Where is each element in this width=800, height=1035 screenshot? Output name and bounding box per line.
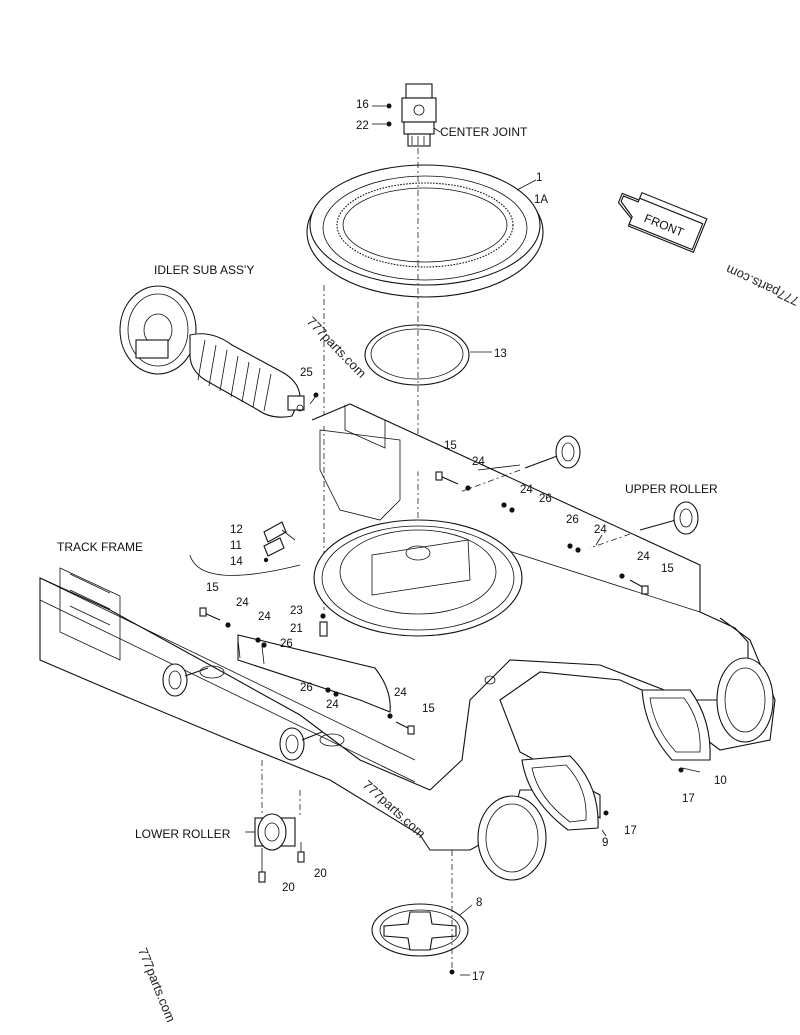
- callout-12: 12: [230, 524, 243, 536]
- callout-25: 25: [300, 367, 313, 379]
- callout-24f: 24: [258, 611, 271, 623]
- callout-11: 11: [230, 540, 242, 552]
- callout-14: 14: [230, 556, 243, 568]
- track-guide-plate-10: [641, 689, 711, 761]
- callout-24g: 24: [394, 687, 407, 699]
- cover-plate-part: [371, 903, 469, 957]
- callout-17a: 17: [682, 793, 695, 805]
- callout-1: 1: [536, 172, 542, 184]
- callout-9: 9: [602, 837, 608, 849]
- callout-17b: 17: [624, 825, 637, 837]
- callout-15a: 15: [444, 440, 457, 452]
- plate-11-part: [263, 537, 285, 557]
- front-direction-arrow: FRONT: [617, 191, 708, 253]
- bolt-15-bottom: [395, 721, 415, 735]
- callout-13: 13: [494, 348, 507, 360]
- callout-20b: 20: [314, 868, 327, 880]
- idler-sub-assembly-part: [119, 285, 305, 418]
- idler-sub-assy-label: IDLER SUB ASS'Y: [154, 263, 254, 277]
- callout-24b: 24: [520, 484, 533, 496]
- callout-1a: 1A: [534, 194, 548, 206]
- lower-roller-left: [162, 663, 209, 697]
- callout-15d: 15: [422, 703, 435, 715]
- callout-20a: 20: [282, 882, 295, 894]
- watermark-bottom-left: 777parts.com: [135, 946, 178, 1025]
- track-guide-plate-9: [521, 755, 599, 831]
- callout-26a: 26: [539, 493, 552, 505]
- plate-12-part: [263, 521, 287, 543]
- lower-roller-middle: [279, 727, 323, 761]
- turntable-ring-part: [313, 519, 523, 637]
- callout-24e: 24: [236, 597, 249, 609]
- callout-24d: 24: [637, 551, 650, 563]
- callout-24a: 24: [472, 456, 485, 468]
- lower-roller-label: LOWER ROLLER: [135, 827, 231, 841]
- callout-24h: 24: [326, 699, 339, 711]
- callout-24c: 24: [594, 524, 607, 536]
- callout-15b: 15: [661, 563, 674, 575]
- callout-21: 21: [290, 623, 303, 635]
- upper-roller-right-bottom: [639, 501, 699, 535]
- callout-26c: 26: [280, 638, 293, 650]
- center-joint-part: [401, 83, 437, 147]
- center-joint-label: CENTER JOINT: [440, 125, 528, 139]
- bolt-21-part: [319, 621, 328, 637]
- upper-roller-label: UPPER ROLLER: [625, 482, 718, 496]
- watermark-right-edge: 777parts.com: [724, 262, 800, 309]
- callout-23: 23: [290, 605, 303, 617]
- bolt-15-top: [435, 471, 459, 485]
- callout-15c: 15: [206, 582, 219, 594]
- track-frame-part: [39, 403, 776, 881]
- swing-bearing-part: [306, 164, 544, 298]
- watermark-center: 777parts.com: [304, 314, 370, 381]
- lower-roller-detached: [254, 813, 296, 851]
- upper-roller-right-top: [524, 435, 581, 469]
- seal-ring-part: [364, 324, 470, 386]
- callout-8: 8: [476, 897, 482, 909]
- callout-22: 22: [356, 120, 369, 132]
- bolt-15-left: [199, 607, 221, 621]
- track-frame-label: TRACK FRAME: [57, 540, 143, 554]
- callout-26b: 26: [566, 514, 579, 526]
- callout-16: 16: [356, 99, 369, 111]
- callout-26d: 26: [300, 682, 313, 694]
- callout-10: 10: [714, 775, 727, 787]
- callout-17c: 17: [472, 971, 485, 983]
- bolt-15-right: [629, 579, 649, 595]
